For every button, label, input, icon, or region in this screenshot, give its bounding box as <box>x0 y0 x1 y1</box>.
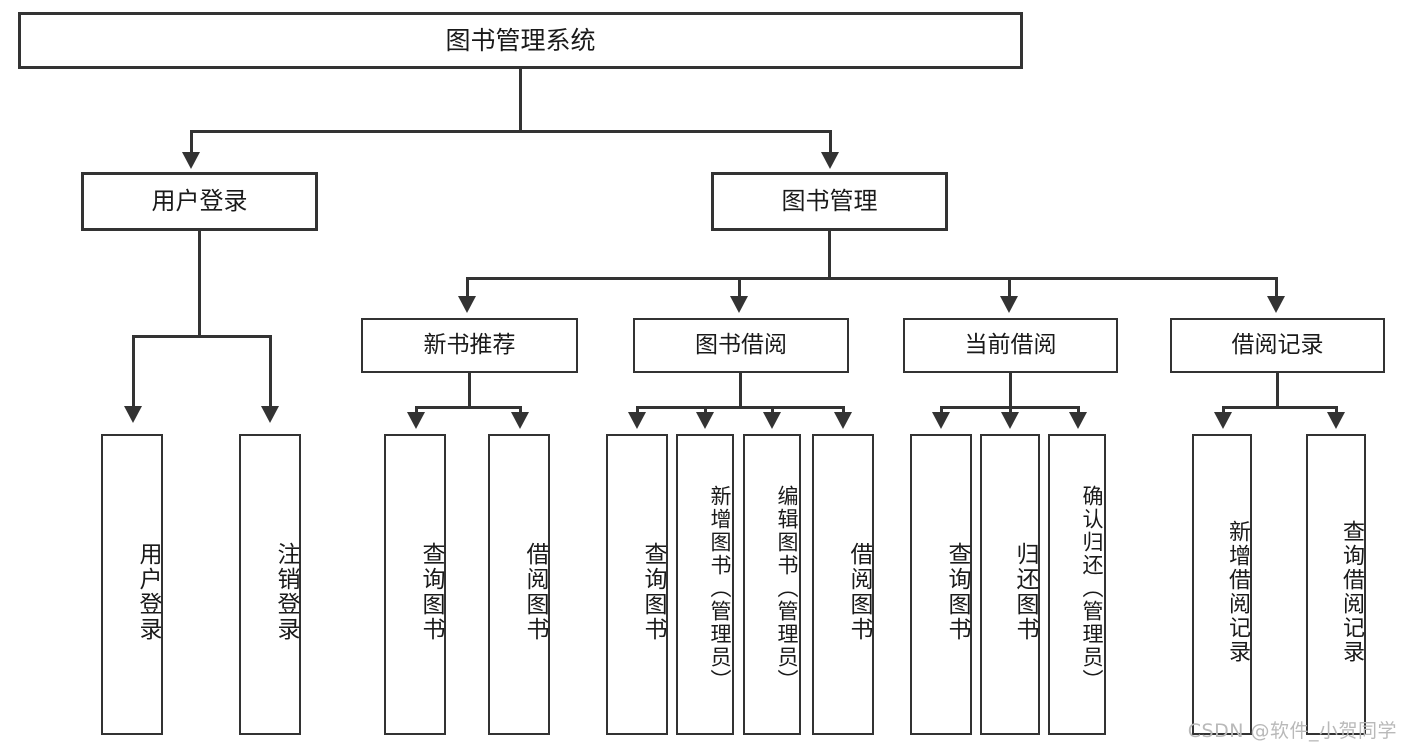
arrowhead-borrow-query <box>628 412 646 429</box>
connector-bm-drop-newbook <box>466 277 469 299</box>
connector-book-mgmt-stem <box>828 231 831 279</box>
connector-record-drop-2 <box>1335 406 1338 416</box>
connector-newbook-bus <box>415 406 522 409</box>
arrowhead-newbook-borrow <box>511 412 529 429</box>
arrowhead-book-mgmt <box>821 152 839 169</box>
arrowhead-current-confirm <box>1069 412 1087 429</box>
connector-record-bus <box>1222 406 1338 409</box>
csdn-watermark: CSDN @软件_小贺同学 <box>1187 720 1397 742</box>
connector-borrow-stem <box>739 373 742 408</box>
leaf-newbook-query-book[interactable]: 查询图书 <box>384 434 446 735</box>
arrowhead-newbook-query <box>407 412 425 429</box>
leaf-borrow-add-book-admin[interactable]: 新增图书（管理员） <box>676 434 734 735</box>
connector-record-stem <box>1276 373 1279 408</box>
arrowhead-current-borrow <box>1000 296 1018 313</box>
leaf-label: 用户登录 <box>135 541 161 642</box>
leaf-user-login[interactable]: 用户登录 <box>101 434 163 735</box>
connector-record-drop-1 <box>1222 406 1225 416</box>
leaf-borrow-lend-book[interactable]: 借阅图书 <box>812 434 874 735</box>
connector-book-mgmt-bus <box>466 277 1278 280</box>
connector-newbook-drop-2 <box>519 406 522 416</box>
leaf-logout[interactable]: 注销登录 <box>239 434 301 735</box>
arrowhead-borrow-record <box>1267 296 1285 313</box>
connector-root-stem <box>519 69 522 132</box>
leaf-current-query-book[interactable]: 查询图书 <box>910 434 972 735</box>
leaf-label: 归还图书 <box>1012 541 1038 642</box>
leaf-label: 借阅图书 <box>522 541 548 642</box>
connector-current-drop-1 <box>940 406 943 416</box>
connector-user-login-bus <box>132 335 272 338</box>
connector-newbook-stem <box>468 373 471 408</box>
arrowhead-record-query <box>1327 412 1345 429</box>
node-book-management[interactable]: 图书管理 <box>711 172 948 231</box>
connector-borrow-drop-2 <box>704 406 707 416</box>
leaf-borrow-query-book[interactable]: 查询图书 <box>606 434 668 735</box>
leaf-record-query[interactable]: 查询借阅记录 <box>1306 434 1366 735</box>
connector-root-to-user-login <box>190 130 193 155</box>
connector-bm-drop-current <box>1008 277 1011 299</box>
leaf-label: 编辑图书（管理员） <box>775 485 799 692</box>
node-borrow-record[interactable]: 借阅记录 <box>1170 318 1385 373</box>
leaf-current-confirm-return-admin[interactable]: 确认归还（管理员） <box>1048 434 1106 735</box>
leaf-label: 查询图书 <box>640 541 666 642</box>
leaf-label: 确认归还（管理员） <box>1080 485 1104 692</box>
node-root-system[interactable]: 图书管理系统 <box>18 12 1023 69</box>
connector-current-stem <box>1009 373 1012 408</box>
arrowhead-current-query <box>932 412 950 429</box>
connector-root-to-book-mgmt <box>829 130 832 155</box>
arrowhead-record-add <box>1214 412 1232 429</box>
leaf-label: 新增借阅记录 <box>1225 519 1250 664</box>
connector-borrow-drop-3 <box>771 406 774 416</box>
arrowhead-leaf-user-login <box>124 406 142 423</box>
arrowhead-book-borrow <box>730 296 748 313</box>
connector-user-login-stem <box>198 231 201 337</box>
node-current-borrow[interactable]: 当前借阅 <box>903 318 1118 373</box>
leaf-label: 注销登录 <box>273 541 299 642</box>
arrowhead-borrow-edit <box>763 412 781 429</box>
arrowhead-borrow-lend <box>834 412 852 429</box>
arrowhead-new-book-recommend <box>458 296 476 313</box>
leaf-current-return-book[interactable]: 归还图书 <box>980 434 1040 735</box>
leaf-label: 新增图书（管理员） <box>708 485 732 692</box>
leaf-label: 查询借阅记录 <box>1339 519 1364 664</box>
leaf-label: 借阅图书 <box>846 541 872 642</box>
leaf-label: 查询图书 <box>418 541 444 642</box>
arrowhead-current-return <box>1001 412 1019 429</box>
node-book-borrow[interactable]: 图书借阅 <box>633 318 849 373</box>
connector-root-bus <box>190 130 832 133</box>
arrowhead-leaf-logout <box>261 406 279 423</box>
arrowhead-borrow-add <box>696 412 714 429</box>
connector-bm-drop-borrow <box>738 277 741 299</box>
connector-current-drop-3 <box>1077 406 1080 416</box>
connector-user-login-drop-1 <box>132 335 135 409</box>
connector-borrow-drop-1 <box>636 406 639 416</box>
node-new-book-recommend[interactable]: 新书推荐 <box>361 318 578 373</box>
connector-newbook-drop-1 <box>415 406 418 416</box>
connector-current-drop-2 <box>1009 406 1012 416</box>
leaf-newbook-borrow-book[interactable]: 借阅图书 <box>488 434 550 735</box>
connector-bm-drop-record <box>1275 277 1278 299</box>
connector-user-login-drop-2 <box>269 335 272 409</box>
connector-borrow-bus <box>636 406 845 409</box>
node-user-login[interactable]: 用户登录 <box>81 172 318 231</box>
arrowhead-user-login <box>182 152 200 169</box>
leaf-record-add[interactable]: 新增借阅记录 <box>1192 434 1252 735</box>
connector-borrow-drop-4 <box>842 406 845 416</box>
leaf-borrow-edit-book-admin[interactable]: 编辑图书（管理员） <box>743 434 801 735</box>
leaf-label: 查询图书 <box>944 541 970 642</box>
